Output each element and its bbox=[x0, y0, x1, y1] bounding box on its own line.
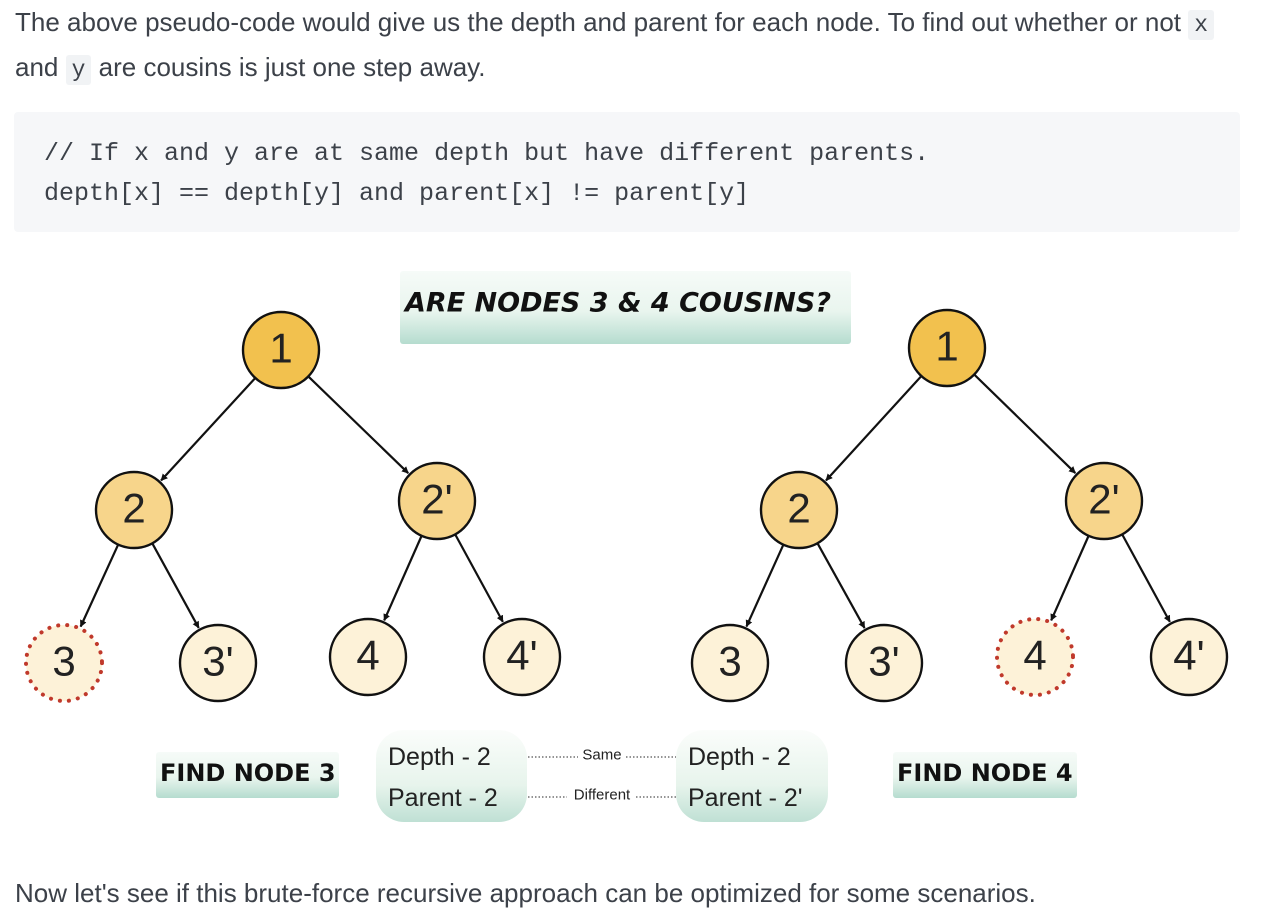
right-info-pill: Depth - 2 Parent - 2' bbox=[676, 730, 828, 822]
tree-node-e: 4 bbox=[328, 617, 408, 697]
left-tree: 1 2 2' 3 3' 4 4' bbox=[24, 310, 562, 703]
tree-node-a: 2 bbox=[94, 470, 174, 550]
node-label: 2' bbox=[421, 476, 452, 523]
tree-layer: 1 2 2' 3 3' 4 4' 1 2 2' 3 3' 4 4' bbox=[24, 308, 1229, 703]
node-label: 2 bbox=[787, 485, 810, 532]
node-circle bbox=[397, 461, 477, 541]
right-parent-label: Parent - 2' bbox=[688, 784, 803, 812]
intro-text-2: and bbox=[15, 52, 66, 82]
intro-paragraph: The above pseudo-code would give us the … bbox=[15, 1, 1255, 91]
diagram-title-banner: ARE NODES 3 & 4 COUSINS? bbox=[400, 271, 851, 344]
right-depth-label: Depth - 2 bbox=[688, 743, 791, 771]
highlight-ring bbox=[995, 617, 1075, 697]
left-parent-label: Parent - 2 bbox=[388, 784, 498, 812]
left-info-pill: Depth - 2 Parent - 2 bbox=[376, 730, 527, 822]
code-line-condition: depth[x] == depth[y] and parent[x] != pa… bbox=[44, 179, 750, 208]
node-circle bbox=[178, 623, 258, 703]
same-label: Same bbox=[582, 747, 621, 764]
different-connector: Different bbox=[528, 787, 676, 804]
node-circle bbox=[1149, 617, 1229, 697]
tree-node-b: 2' bbox=[397, 461, 477, 541]
tree-edge bbox=[825, 375, 923, 482]
inline-code-y: y bbox=[65, 55, 92, 85]
intro-text-3: are cousins is just one step away. bbox=[91, 52, 486, 82]
tree-node-c: 3 bbox=[690, 623, 770, 703]
intro-text-1: The above pseudo-code would give us the … bbox=[15, 7, 1189, 37]
tree-node-d: 3' bbox=[844, 623, 924, 703]
code-block: // If x and y are at same depth but have… bbox=[14, 112, 1240, 232]
tree-edge bbox=[1050, 535, 1090, 622]
right-tree: 1 2 2' 3 3' 4 4' bbox=[690, 308, 1229, 703]
node-label: 3 bbox=[718, 638, 741, 685]
tree-node-d: 3' bbox=[178, 623, 258, 703]
tree-node-e: 4 bbox=[995, 617, 1075, 697]
tree-node-f: 4' bbox=[482, 617, 562, 697]
right-caption-banner: FIND NODE 4 bbox=[893, 752, 1077, 798]
node-label: 2' bbox=[1088, 476, 1119, 523]
tree-node-root: 1 bbox=[907, 308, 987, 388]
tree-edge bbox=[79, 544, 120, 628]
tree-edge bbox=[160, 377, 257, 482]
left-caption: FIND NODE 3 bbox=[160, 759, 336, 787]
node-circle bbox=[907, 308, 987, 388]
node-label: 1 bbox=[269, 325, 292, 372]
node-circle bbox=[690, 623, 770, 703]
node-circle bbox=[1064, 461, 1144, 541]
node-circle bbox=[94, 470, 174, 550]
highlight-ring bbox=[24, 623, 104, 703]
tree-edge bbox=[307, 375, 410, 474]
inline-code-x: x bbox=[1188, 10, 1215, 40]
different-label: Different bbox=[574, 787, 631, 804]
node-circle bbox=[241, 310, 321, 390]
left-caption-banner: FIND NODE 3 bbox=[156, 752, 339, 798]
outro-paragraph: Now let's see if this brute-force recurs… bbox=[15, 878, 1036, 908]
tree-edge bbox=[816, 542, 866, 629]
left-depth-label: Depth - 2 bbox=[388, 743, 491, 771]
tree-node-c: 3 bbox=[24, 623, 104, 703]
tree-edge bbox=[745, 544, 785, 628]
tree-node-b: 2' bbox=[1064, 461, 1144, 541]
node-circle bbox=[759, 470, 839, 550]
node-circle bbox=[482, 617, 562, 697]
right-caption: FIND NODE 4 bbox=[897, 759, 1073, 787]
diagram-title: ARE NODES 3 & 4 COUSINS? bbox=[403, 288, 831, 319]
tree-edge bbox=[454, 533, 504, 623]
node-label: 1 bbox=[935, 323, 958, 370]
node-label: 3' bbox=[202, 638, 233, 685]
tree-edge bbox=[973, 373, 1077, 474]
tree-edge bbox=[383, 535, 423, 622]
node-circle bbox=[328, 617, 408, 697]
node-label: 3' bbox=[868, 638, 899, 685]
node-label: 4' bbox=[506, 632, 537, 679]
node-label: 3 bbox=[52, 638, 75, 685]
node-circle bbox=[844, 623, 924, 703]
node-label: 4 bbox=[356, 632, 379, 679]
tree-node-f: 4' bbox=[1149, 617, 1229, 697]
code-line-comment: // If x and y are at same depth but have… bbox=[44, 139, 930, 168]
tree-edge bbox=[1121, 533, 1171, 623]
tree-node-root: 1 bbox=[241, 310, 321, 390]
node-label: 2 bbox=[122, 485, 145, 532]
node-label: 4 bbox=[1023, 632, 1046, 679]
node-label: 4' bbox=[1173, 632, 1204, 679]
tree-node-a: 2 bbox=[759, 470, 839, 550]
same-connector: Same bbox=[528, 747, 676, 764]
tree-edge bbox=[151, 542, 200, 629]
cousins-diagram: ARE NODES 3 & 4 COUSINS? 1 2 2' 3 3' 4 4' 1 2 2' 3… bbox=[24, 271, 1229, 822]
